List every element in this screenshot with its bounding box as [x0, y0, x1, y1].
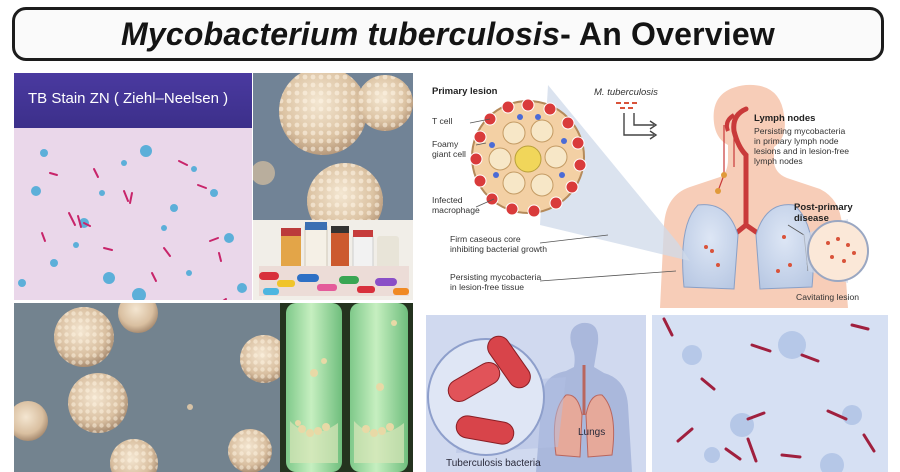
label-t-cell: T cell — [432, 116, 453, 126]
label-disease: disease — [794, 213, 829, 224]
label-primary-lesion: Primary lesion — [432, 86, 498, 97]
label-lungs: Lungs — [578, 427, 606, 438]
culture-tubes-image — [280, 303, 413, 472]
title-suffix: - An Overview — [560, 15, 775, 52]
label-infected: Infected — [432, 195, 463, 205]
label-m-tuberculosis: M. tuberculosis — [594, 87, 658, 98]
label-lymph-nodes: Lymph nodes — [754, 113, 816, 124]
colonies-image-bottom — [14, 303, 280, 472]
label-lymph-1: Persisting mycobacteria — [754, 126, 846, 136]
label-macrophage: macrophage — [432, 205, 480, 215]
label-giant-cell: giant cell — [432, 149, 466, 159]
title-banner: Mycobacterium tuberculosis- An Overview — [12, 7, 884, 61]
acid-fast-micrograph — [652, 315, 888, 472]
label-lymph-4: lymph nodes — [754, 156, 803, 166]
label-inhibiting: inhibiting bacterial growth — [450, 244, 547, 254]
label-lymph-2: in primary lymph node — [754, 136, 839, 146]
label-lymph-3: lesions and in lesion-free — [754, 146, 850, 156]
label-cavitating-lesion: Cavitating lesion — [796, 292, 860, 302]
label-lesion-free: in lesion-free tissue — [450, 282, 525, 292]
acid-fast-bacilli-photo — [652, 315, 888, 472]
label-foamy: Foamy — [432, 139, 459, 149]
zn-stain-micrograph — [14, 128, 252, 300]
tb-pathogenesis-diagram: Primary lesion M. tuberculosis T cell Fo… — [428, 75, 888, 308]
title-organism: Mycobacterium tuberculosis — [121, 15, 561, 52]
zn-stain-image: TB Stain ZN ( Ziehl–Neelsen ) — [14, 73, 252, 300]
label-post-primary: Post-primary — [794, 202, 853, 213]
page-title: Mycobacterium tuberculosis- An Overview — [121, 16, 775, 53]
colonies-photo-bottom — [14, 303, 280, 472]
drugs-image — [253, 220, 413, 300]
label-firm-caseous: Firm caseous core — [450, 234, 521, 244]
diagram-illustration — [469, 84, 869, 308]
label-persisting: Persisting mycobacteria — [450, 272, 542, 282]
colonies-image-top — [253, 73, 413, 220]
zn-stain-heading: TB Stain ZN ( Ziehl–Neelsen ) — [28, 90, 229, 107]
colonies-photo-top — [253, 73, 413, 220]
lungs-illustration: Lungs Tuberculosis bacteria — [426, 315, 646, 472]
medicine-bottles-photo — [253, 220, 413, 300]
label-tb-bacteria: Tuberculosis bacteria — [446, 458, 541, 469]
tb-lungs-drawing — [426, 315, 646, 472]
zn-stain-header: TB Stain ZN ( Ziehl–Neelsen ) — [14, 73, 252, 128]
culture-tubes-photo — [280, 303, 413, 472]
